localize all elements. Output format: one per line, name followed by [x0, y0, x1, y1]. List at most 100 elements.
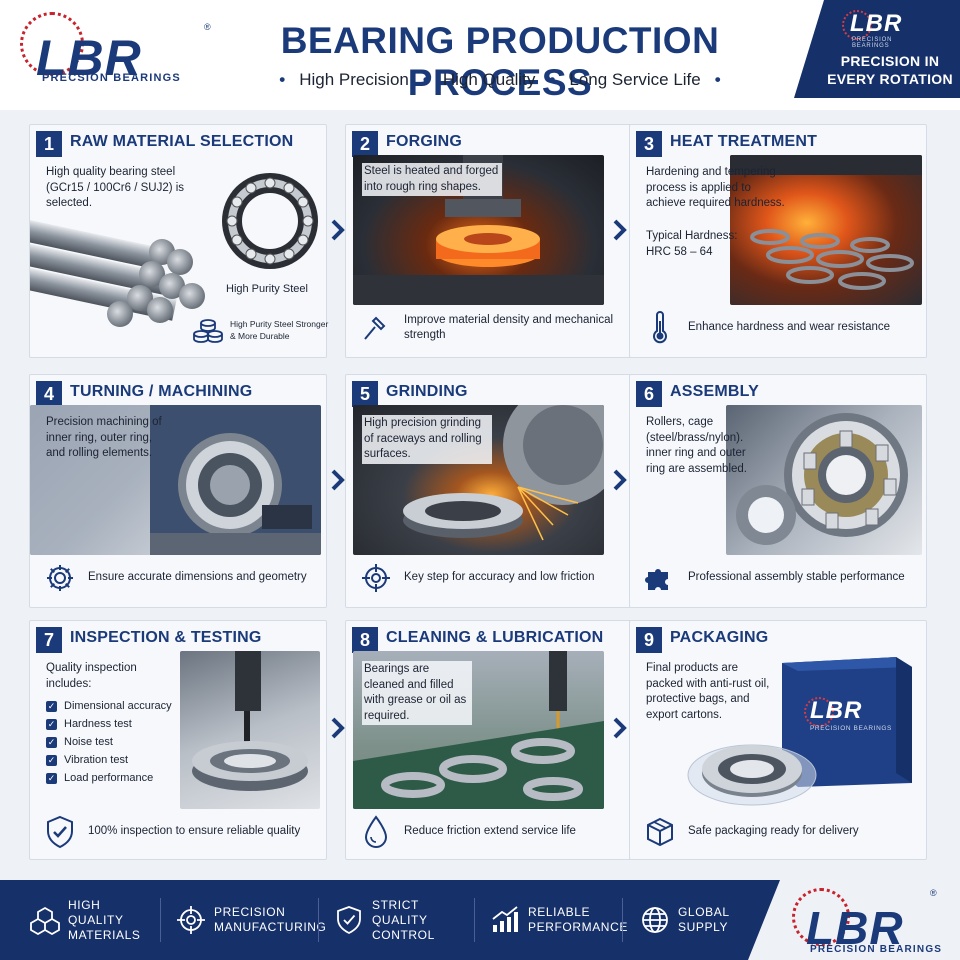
corner-slogan: PRECISION IN EVERY ROTATION [827, 53, 953, 87]
step-description: Bearings are cleaned and filled with gre… [362, 661, 472, 725]
globe-icon [640, 905, 670, 935]
checkbox-checked-icon: ✓ [46, 754, 57, 766]
logo-subtitle: PRECSION BEARINGS [42, 72, 181, 84]
footer-feature: RELIABLE PERFORMANCE [490, 880, 627, 960]
page-header: LBR ® PRECSION BEARINGS BEARING PRODUCTI… [0, 0, 960, 110]
step-title: ASSEMBLY [670, 383, 760, 400]
bullet: • [422, 70, 429, 89]
hardness-spec: Typical Hardness: HRC 58 – 64 [646, 230, 738, 258]
step-title: HEAT TREATMENT [670, 133, 818, 150]
bearing-ring-graphic [792, 888, 850, 946]
step-description: Final products are packed with anti-rust… [646, 662, 770, 721]
checklist-label: Load performance [64, 772, 154, 784]
shield-check-icon [42, 814, 78, 850]
footer-feature-label: GLOBAL SUPPLY [678, 905, 730, 934]
corner-logo-wordmark: LBR [850, 10, 903, 37]
page-title: BEARING PRODUCTION PROCESS [280, 20, 720, 103]
tagline-item: High Precision [299, 70, 409, 89]
bearing-ring-graphic [842, 10, 872, 40]
step-card-packaging: 9 PACKAGING Final products are packed wi… [629, 620, 927, 860]
step-card-forging: 2 FORGING Steel is heated and forged int… [345, 124, 643, 358]
footer-feature-label: PRECISION MANUFACTURING [214, 905, 327, 934]
registered-mark: ® [930, 888, 937, 898]
step-title: RAW MATERIAL SELECTION [70, 133, 294, 150]
bullet: • [279, 70, 286, 89]
checkbox-checked-icon: ✓ [46, 718, 57, 730]
tagline-item: High Quality [442, 70, 536, 89]
bullet: • [714, 70, 721, 89]
footer-feature: PRECISION MANUFACTURING [176, 880, 327, 960]
oil-drop-icon [358, 814, 394, 850]
footer-feature: HIGH QUALITY MATERIALS [30, 880, 148, 960]
step-title: INSPECTION & TESTING [70, 629, 262, 646]
step-benefit: 100% inspection to ensure reliable quali… [42, 813, 308, 851]
logo-wordmark: LBR [36, 30, 142, 86]
chevron-right-icon [610, 466, 630, 494]
step-benefit: Ensure accurate dimensions and geometry [42, 559, 308, 597]
inspection-checklist: ✓Dimensional accuracy ✓ Hardness test ✓No… [46, 697, 172, 787]
step-card-cleaning: 8 CLEANING & LUBRICATION Bearings are cl… [345, 620, 643, 860]
benefit-text: Safe packaging ready for delivery [688, 825, 859, 838]
machining-image [30, 405, 321, 555]
step-benefit: High Purity Steel Stronger & More Durabl… [190, 311, 330, 349]
checklist-item: ✓Noise test [46, 733, 172, 751]
footer-feature-label: STRICT QUALITY CONTROL [372, 897, 435, 942]
benefit-text: High Purity Steel Stronger & More Durabl… [230, 319, 329, 341]
checkbox-checked-icon: ✓ [46, 700, 57, 712]
brand-logo-footer[interactable]: LBR ® PRECISION BEARINGS [792, 884, 952, 956]
benefit-text: Improve material density and mechanical … [404, 313, 614, 342]
box-logo-subtitle: PRECISION BEARINGS [810, 725, 892, 732]
step-benefit: Improve material density and mechanical … [358, 309, 624, 347]
brand-logo[interactable]: LBR ® PRECSION BEARINGS [20, 8, 211, 88]
benefit-text: 100% inspection to ensure reliable quali… [88, 825, 301, 838]
logo-subtitle: PRECISION BEARINGS [810, 944, 943, 955]
step-description: High quality bearing steel (GCr15 / 100C… [46, 166, 185, 209]
step-number: 1 [36, 131, 62, 157]
step-title: TURNING / MACHINING [70, 383, 253, 400]
checkbox-checked-icon: ✓ [46, 736, 57, 748]
checklist-label: Hardness test [64, 718, 132, 730]
footer-banner: HIGH QUALITY MATERIALS PRECISION MANUFAC… [0, 880, 780, 960]
product-box-image: LBR PRECISION BEARINGS [776, 655, 916, 787]
photo-caption: High Purity Steel [226, 283, 308, 295]
checklist-item: ✓Load performance [46, 769, 172, 787]
step-card-raw-material: 1 RAW MATERIAL SELECTION High quality be… [29, 124, 330, 358]
shield-icon [334, 905, 364, 935]
furnace-image [730, 155, 922, 305]
benefit-text: Enhance hardness and wear resistance [688, 321, 891, 334]
divider [622, 898, 623, 942]
target-icon [176, 905, 206, 935]
gear-icon [42, 560, 78, 596]
bearing-image [218, 169, 322, 273]
footer-feature-label: HIGH QUALITY MATERIALS [68, 897, 141, 942]
benefit-text: Professional assembly stable performance [688, 571, 905, 584]
step-benefit: Professional assembly stable performance [642, 559, 908, 597]
step-number: 5 [352, 381, 378, 407]
footer-feature: GLOBAL SUPPLY [640, 880, 738, 960]
divider [160, 898, 161, 942]
step-title: GRINDING [386, 383, 468, 400]
benefit-text: Key step for accuracy and low friction [404, 571, 595, 584]
chevron-right-icon [610, 216, 630, 244]
footer-feature: STRICT QUALITY CONTROL [334, 880, 462, 960]
wrapped-bearing-image [676, 723, 826, 809]
checklist-item: ✓ Vibration test [46, 751, 172, 769]
corner-logo: LBR PRECISION BEARINGS [842, 8, 932, 49]
grinding-image [353, 405, 604, 555]
step-number: 4 [36, 381, 62, 407]
checklist-item: ✓ Hardness test [46, 715, 172, 733]
checklist-item: ✓Dimensional accuracy [46, 697, 172, 715]
step-number: 6 [636, 381, 662, 407]
thermometer-icon [642, 310, 678, 346]
chevron-right-icon [328, 466, 348, 494]
corner-logo-subtitle: PRECISION BEARINGS [852, 37, 893, 49]
step-description: Precision machining of inner ring, outer… [46, 416, 162, 459]
step-benefit: Enhance hardness and wear resistance [642, 309, 908, 347]
bearing-ring-graphic [804, 697, 834, 727]
inspection-image [180, 651, 320, 809]
step-description: Hardening and tempering process is appli… [646, 166, 785, 209]
tagline-row: • High Precision • High Quality • Long S… [240, 70, 760, 90]
hammer-icon [358, 310, 394, 346]
step-card-heat-treatment: 3 HEAT TREATMENT Hardening and tempering… [629, 124, 927, 358]
checklist-label: Vibration test [64, 754, 129, 766]
